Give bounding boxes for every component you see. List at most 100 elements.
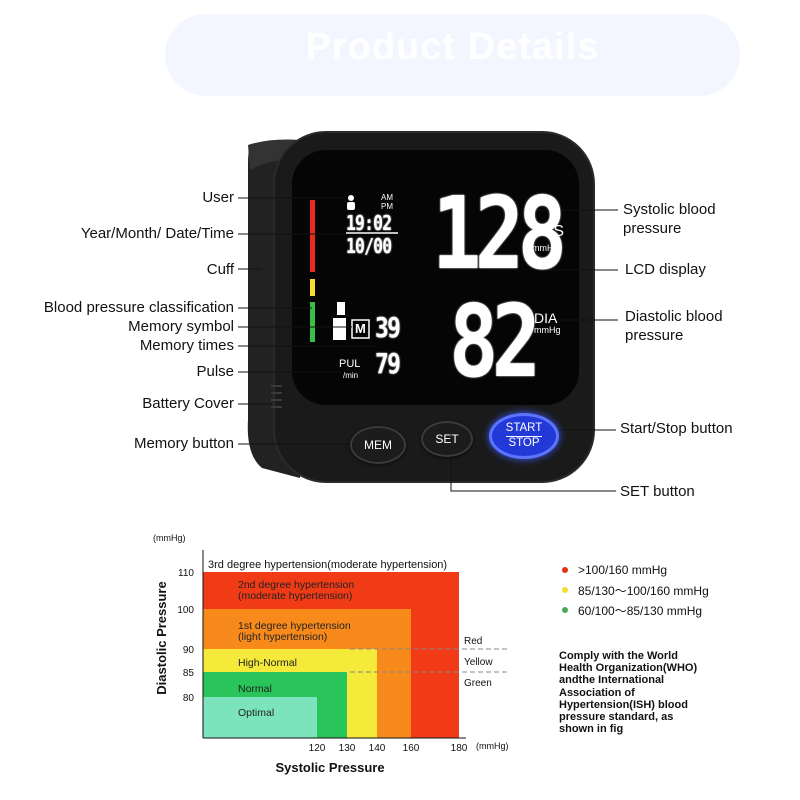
note-line: Health Organization(WHO) — [559, 662, 698, 675]
am-indicator: AM — [381, 193, 393, 202]
note-line: Association of — [559, 686, 635, 699]
set-button-label: SET — [435, 432, 459, 446]
zone-label-normal: Normal — [238, 683, 272, 695]
dia-label: DIA — [534, 310, 558, 326]
legend-dot-red — [562, 567, 568, 573]
callout-pulse: Pulse — [196, 363, 234, 380]
user-icon-head — [348, 195, 354, 201]
memory-symbol-letter: M — [355, 321, 366, 336]
sys-label: SYS — [532, 223, 565, 240]
standard-note: Comply with the World Health Organizatio… — [559, 650, 729, 735]
callout-cuff: Cuff — [206, 261, 234, 278]
legend-item-green: 60/100～85/130 mmHg — [562, 600, 782, 620]
device-illustration — [238, 131, 618, 492]
battery-cover-ridges — [271, 385, 282, 408]
mem-button-label: MEM — [364, 438, 392, 452]
note-line: andthe International — [559, 674, 665, 687]
cuff-top-edge — [248, 139, 300, 170]
start-stop-button[interactable]: START STOP — [489, 413, 559, 459]
systolic-value: 128 — [432, 175, 567, 292]
callout-diastolic-line2: pressure — [625, 327, 684, 344]
callout-lcd-display: LCD display — [625, 261, 706, 278]
zone-label-2nd-line2: (moderate hypertension) — [238, 590, 352, 602]
y-axis-label: Diastolic Pressure — [154, 581, 169, 694]
date-readout: 10/00 — [346, 234, 392, 258]
pm-indicator: PM — [381, 202, 393, 211]
callout-memory-symbol: Memory symbol — [128, 318, 234, 335]
legend-text-red: >100/160 mmHg — [578, 563, 668, 577]
legend-item-yellow: 85/130～100/160 mmHg — [562, 580, 782, 600]
callout-start-stop: Start/Stop button — [620, 420, 733, 437]
y-tick-label-0: 110 — [178, 568, 194, 579]
callout-battery-cover: Battery Cover — [142, 395, 234, 412]
callout-date-time: Year/Month/ Date/Time — [80, 225, 234, 242]
band-label-yellow: Yellow — [464, 657, 493, 668]
zone-label-1st-line2: (light hypertension) — [238, 631, 327, 643]
pulse-value: 79 — [375, 347, 401, 380]
x-tick-label-0: 120 — [309, 743, 326, 754]
user-icon-body — [347, 202, 355, 210]
x-tick-label-1: 130 — [339, 743, 356, 754]
legend-item-red: >100/160 mmHg — [562, 560, 782, 580]
zones-layer — [203, 572, 459, 738]
x-unit-label: (mmHg) — [476, 741, 509, 751]
callout-lines-left — [238, 197, 377, 445]
callout-memory-times: Memory times — [139, 337, 234, 354]
zone-label-3rd: 3rd degree hypertension(moderate hyperte… — [208, 559, 447, 571]
zone-rect-4 — [203, 697, 317, 738]
sys-unit: mmHg — [532, 243, 559, 253]
bp-classification-chart: (mmHg) 110 100 90 85 80 120 130 140 160 180 (mmHg… — [153, 533, 510, 775]
legend-text-yellow: 85/130～100/160 mmHg — [578, 583, 709, 598]
y-unit-label: (mmHg) — [153, 533, 186, 543]
y-tick-label-1: 100 — [177, 605, 194, 616]
memory-times-value: 39 — [375, 311, 401, 344]
legend-dot-green — [562, 607, 568, 613]
x-tick-label-4: 180 — [451, 743, 468, 754]
note-line: shown in fig — [559, 723, 624, 736]
note-line: Comply with the World — [559, 650, 678, 662]
stop-label: STOP — [508, 437, 540, 449]
band-label-red: Red — [464, 636, 482, 647]
classification-legend: >100/160 mmHg 85/130～100/160 mmHg 60/100… — [562, 560, 782, 620]
zone-label-2nd-line1: 2nd degree hypertension — [238, 579, 354, 591]
zone-label-optimal: Optimal — [238, 707, 274, 719]
note-line: pressure standard, as — [559, 711, 674, 724]
legend-dot-yellow — [562, 587, 568, 593]
dia-unit: mmHg — [534, 325, 561, 335]
x-tick-label-2: 140 — [369, 743, 386, 754]
x-axis-label: Systolic Pressure — [275, 760, 384, 775]
diastolic-value: 82 — [449, 283, 541, 400]
ticks-layer: 110 100 90 85 80 120 130 140 160 180 — [177, 568, 467, 754]
set-button[interactable]: SET — [421, 421, 473, 457]
callout-classification: Blood pressure classification — [43, 299, 234, 316]
memory-bar-bottom — [333, 318, 346, 340]
y-tick-label-4: 80 — [183, 693, 195, 704]
callout-lines-right — [450, 209, 618, 492]
page-title: Product Details — [305, 26, 600, 68]
zone-label-high-normal: High-Normal — [238, 657, 297, 669]
memory-symbol-box — [351, 319, 370, 339]
zone-label-1st-line1: 1st degree hypertension — [238, 620, 351, 632]
y-tick-label-3: 85 — [183, 668, 195, 679]
header-banner — [165, 14, 740, 96]
x-tick-label-3: 160 — [403, 743, 420, 754]
y-tick-label-2: 90 — [183, 645, 195, 656]
callout-set-button: SET button — [620, 483, 695, 500]
mem-button[interactable]: MEM — [350, 426, 406, 464]
callout-systolic-line1: Systolic blood — [623, 201, 716, 218]
pul-unit: /min — [343, 371, 359, 380]
callout-memory-button: Memory button — [133, 435, 234, 452]
legend-text-green: 60/100～85/130 mmHg — [578, 603, 703, 618]
classification-bar-red — [310, 200, 315, 272]
time-readout: 19:02 — [346, 211, 392, 235]
pul-label: PUL — [339, 358, 361, 370]
lcd-screen — [292, 150, 579, 405]
band-label-green: Green — [464, 678, 492, 689]
classification-bar-yellow — [310, 279, 315, 296]
start-stop-label: START STOP — [505, 422, 543, 450]
memory-bar-top — [337, 302, 345, 315]
callout-diastolic-line1: Diastolic blood — [625, 308, 723, 325]
classification-bar-green — [310, 302, 315, 342]
note-line: Hypertension(ISH) blood — [559, 698, 688, 711]
callout-user: User — [202, 189, 234, 206]
